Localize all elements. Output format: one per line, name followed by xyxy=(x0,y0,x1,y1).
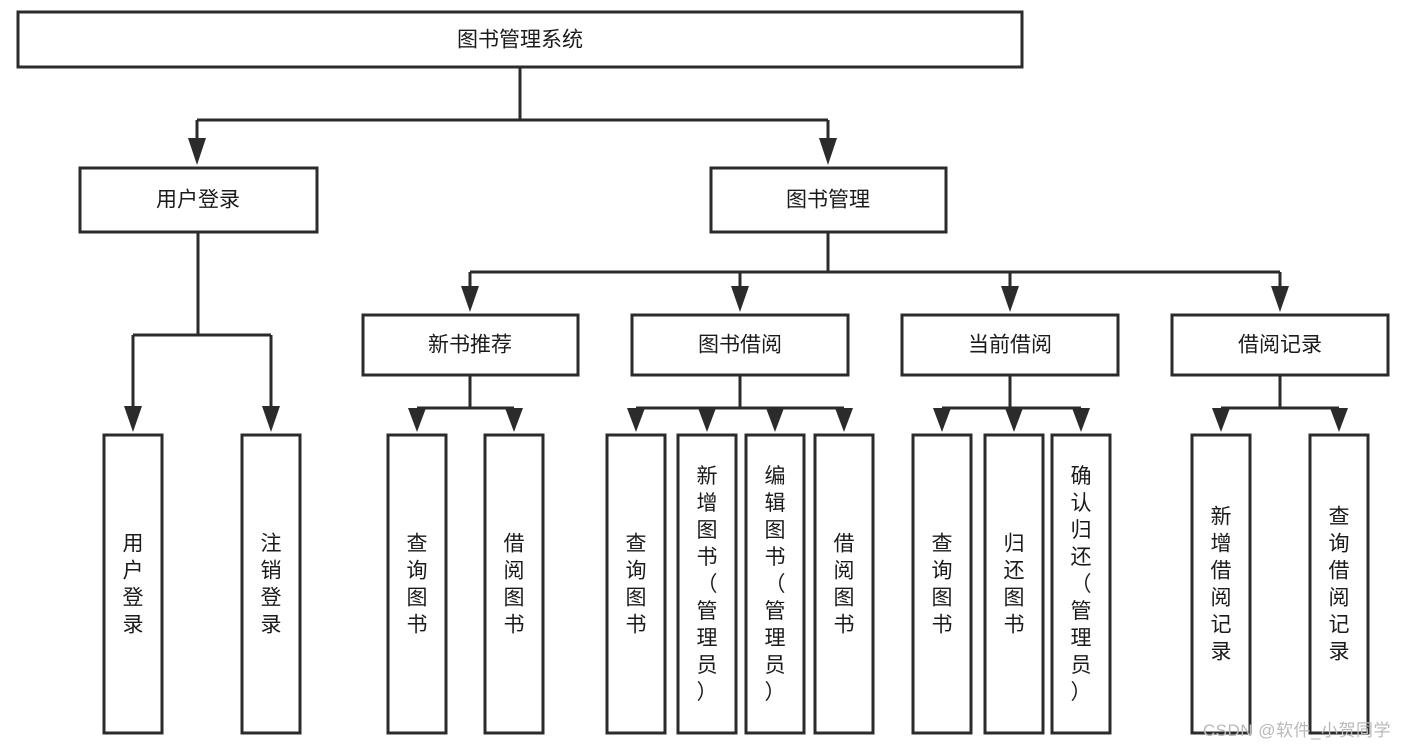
node-current-borrow[interactable]: 当前借阅 xyxy=(900,313,1120,377)
node-leaf-query-book-3[interactable]: 查询图书 xyxy=(911,433,973,735)
node-leaf-add-record[interactable]: 新增借阅记录 xyxy=(1190,433,1252,735)
arrow-head-leaf-add-record xyxy=(1212,408,1230,432)
connector-group-borrow-record xyxy=(1212,375,1348,432)
arrow-head-leaf-borrow-book-2 xyxy=(835,408,853,432)
node-borrow-record-box[interactable] xyxy=(1170,313,1390,377)
arrow-head-leaf-query-book-2 xyxy=(627,408,645,432)
node-borrow-record-label: 借阅记录 xyxy=(1238,334,1322,357)
node-leaf-user-login-box[interactable] xyxy=(102,433,164,735)
arrow-head-leaf-return-book xyxy=(1005,408,1023,432)
node-leaf-query-book-3-box[interactable] xyxy=(911,433,973,735)
node-leaf-query-record-label: 查询借阅记录 xyxy=(1329,506,1350,664)
node-leaf-return-book[interactable]: 归还图书 xyxy=(983,433,1045,735)
node-leaf-add-record-label: 新增借阅记录 xyxy=(1211,506,1232,664)
node-root-label: 图书管理系统 xyxy=(457,29,583,52)
connector-group-book-manage xyxy=(461,232,1289,312)
node-leaf-borrow-book-2[interactable]: 借阅图书 xyxy=(813,433,875,735)
node-leaf-query-book-2-box[interactable] xyxy=(605,433,667,735)
node-leaf-query-book-1[interactable]: 查询图书 xyxy=(386,433,448,735)
node-leaf-borrow-book-1[interactable]: 借阅图书 xyxy=(483,433,545,735)
node-leaf-borrow-book-1-label: 借阅图书 xyxy=(504,533,525,637)
node-book-manage-label: 图书管理 xyxy=(786,189,870,212)
node-leaf-confirm-return[interactable]: 确认归还（管理员） xyxy=(1050,433,1112,735)
node-book-manage[interactable]: 图书管理 xyxy=(709,166,948,234)
node-leaf-user-logout[interactable]: 注销登录 xyxy=(240,433,302,735)
node-leaf-query-book-3-label: 查询图书 xyxy=(932,533,953,637)
node-leaf-edit-book-box[interactable] xyxy=(744,433,806,735)
node-new-book-rec-box[interactable] xyxy=(361,313,580,377)
node-leaf-borrow-book-2-label: 借阅图书 xyxy=(834,533,855,637)
connector-group-user-login xyxy=(124,232,280,432)
arrow-head-new-book-rec xyxy=(461,286,479,312)
connector-group-root xyxy=(188,67,837,165)
node-new-book-rec[interactable]: 新书推荐 xyxy=(361,313,580,377)
node-new-book-rec-label: 新书推荐 xyxy=(428,334,512,357)
node-leaf-borrow-book-2-box[interactable] xyxy=(813,433,875,735)
arrow-head-leaf-query-record xyxy=(1330,408,1348,432)
node-leaf-confirm-return-box[interactable] xyxy=(1050,433,1112,735)
node-leaf-add-book-label: 新增图书（管理员） xyxy=(697,465,718,704)
node-borrow-record[interactable]: 借阅记录 xyxy=(1170,313,1390,377)
node-leaf-query-record[interactable]: 查询借阅记录 xyxy=(1308,433,1370,735)
connector-group-new-book-rec xyxy=(408,375,523,432)
node-leaf-query-book-2[interactable]: 查询图书 xyxy=(605,433,667,735)
node-book-manage-box[interactable] xyxy=(709,166,948,234)
node-leaf-edit-book[interactable]: 编辑图书（管理员） xyxy=(744,433,806,735)
node-leaf-user-login[interactable]: 用户登录 xyxy=(102,433,164,735)
node-book-borrow[interactable]: 图书借阅 xyxy=(630,313,850,377)
node-book-borrow-label: 图书借阅 xyxy=(698,334,782,357)
arrow-head-leaf-query-book-3 xyxy=(933,408,951,432)
node-leaf-query-book-1-label: 查询图书 xyxy=(407,533,428,637)
arrow-head-leaf-borrow-book-1 xyxy=(505,408,523,432)
node-user-login-box[interactable] xyxy=(78,166,319,234)
node-user-login[interactable]: 用户登录 xyxy=(78,166,319,234)
node-user-login-label: 用户登录 xyxy=(156,189,240,212)
node-leaf-user-logout-label: 注销登录 xyxy=(261,533,282,637)
node-leaf-return-book-label: 归还图书 xyxy=(1004,533,1025,637)
arrow-head-leaf-edit-book xyxy=(766,408,784,432)
node-leaf-confirm-return-label: 确认归还（管理员） xyxy=(1071,465,1092,704)
arrow-head-leaf-user-logout xyxy=(262,406,280,432)
connector-group-book-borrow xyxy=(627,375,853,432)
node-leaf-query-book-2-label: 查询图书 xyxy=(626,533,647,637)
node-root[interactable]: 图书管理系统 xyxy=(16,10,1024,69)
arrow-head-book-borrow xyxy=(731,286,749,312)
csdn-watermark: CSDN @软件_小贺同学 xyxy=(1202,721,1391,740)
node-leaf-query-book-1-box[interactable] xyxy=(386,433,448,735)
node-leaf-borrow-book-1-box[interactable] xyxy=(483,433,545,735)
arrow-head-leaf-add-book xyxy=(698,408,716,432)
node-leaf-edit-book-label: 编辑图书（管理员） xyxy=(765,465,786,704)
arrow-head-user-login xyxy=(188,138,206,165)
node-leaf-return-book-box[interactable] xyxy=(983,433,1045,735)
node-leaf-add-book[interactable]: 新增图书（管理员） xyxy=(676,433,738,735)
node-leaf-add-book-box[interactable] xyxy=(676,433,738,735)
connector-group-current-borrow xyxy=(933,375,1090,432)
arrow-head-book-manage xyxy=(819,138,837,165)
node-current-borrow-box[interactable] xyxy=(900,313,1120,377)
node-root-box[interactable] xyxy=(16,10,1024,69)
arrow-head-borrow-record xyxy=(1271,286,1289,312)
arrow-head-leaf-confirm-return xyxy=(1072,408,1090,432)
arrow-head-current-borrow xyxy=(1001,286,1019,312)
arrow-head-leaf-user-login xyxy=(124,406,142,432)
arrow-head-leaf-query-book-1 xyxy=(408,408,426,432)
node-leaf-query-record-box[interactable] xyxy=(1308,433,1370,735)
node-current-borrow-label: 当前借阅 xyxy=(968,334,1052,357)
node-leaf-user-login-label: 用户登录 xyxy=(123,533,144,637)
node-book-borrow-box[interactable] xyxy=(630,313,850,377)
node-leaf-add-record-box[interactable] xyxy=(1190,433,1252,735)
node-leaf-user-logout-box[interactable] xyxy=(240,433,302,735)
